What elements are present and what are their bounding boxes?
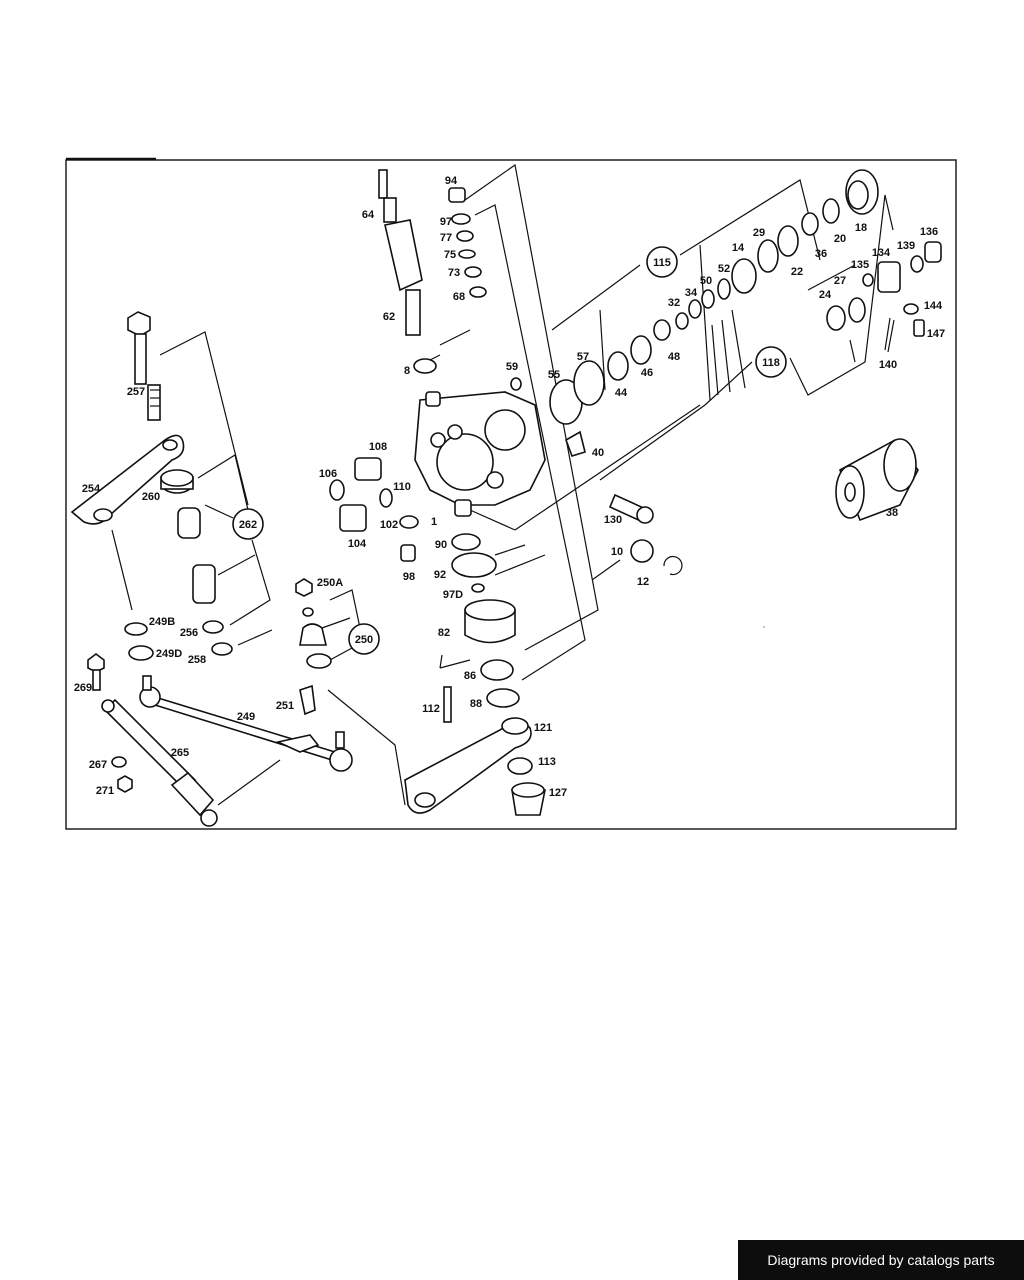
part-label: 64	[362, 209, 375, 221]
part-label: 98	[403, 571, 415, 583]
part-label: 104	[348, 538, 367, 550]
part-label: 24	[819, 289, 832, 301]
part-label: 249B	[149, 616, 175, 628]
part-label: 136	[920, 226, 938, 238]
footer-caption: Diagrams provided by catalogs parts	[738, 1240, 1024, 1280]
part-label: 113	[538, 756, 556, 768]
part-label: 256	[180, 627, 198, 639]
part-shapes	[70, 169, 942, 827]
part-label: 1	[431, 516, 437, 528]
part-label: 97	[440, 216, 452, 228]
part-label: 257	[127, 386, 145, 398]
part-label: 269	[74, 682, 92, 694]
callout-250: 250	[348, 623, 380, 655]
part-label: 82	[438, 627, 450, 639]
part-label: 271	[96, 785, 114, 797]
part-label: 258	[188, 654, 206, 666]
part-label: 88	[470, 698, 482, 710]
part-label: 127	[549, 787, 567, 799]
part-label: 135	[851, 259, 869, 271]
part-label: 251	[276, 700, 294, 712]
group-callouts: 115 118 262 250	[232, 246, 787, 655]
part-label: 44	[615, 387, 628, 399]
part-label: 50	[700, 275, 712, 287]
part-label: 94	[445, 175, 458, 187]
part-label: 27	[834, 275, 846, 287]
part-label: 265	[171, 747, 189, 759]
part-label: 140	[879, 359, 897, 371]
part-label: 73	[448, 267, 460, 279]
part-labels: 1 8 10 12 14 18 20 22 24 27 29 32 34 36 …	[74, 175, 945, 799]
part-label: 12	[637, 576, 649, 588]
part-label: 249D	[156, 648, 182, 660]
svg-text:115: 115	[653, 257, 671, 269]
leader-lines	[111, 163, 894, 806]
diagram-frame	[65, 159, 957, 830]
part-label: 260	[142, 491, 160, 503]
part-label: 77	[440, 232, 452, 244]
part-label: 10	[611, 546, 623, 558]
part-label: 134	[872, 247, 891, 259]
part-label: 32	[668, 297, 680, 309]
svg-text:262: 262	[239, 519, 257, 531]
part-label: 38	[886, 507, 898, 519]
svg-text:118: 118	[762, 357, 780, 369]
part-label: 112	[422, 703, 440, 715]
part-label: 62	[383, 311, 395, 323]
part-label: 121	[534, 722, 552, 734]
part-label: 90	[435, 539, 447, 551]
part-label: 52	[718, 263, 730, 275]
part-label: 75	[444, 249, 456, 261]
part-label: 46	[641, 367, 653, 379]
part-label: 249	[237, 711, 255, 723]
part-label: 130	[604, 514, 622, 526]
part-label: 55	[548, 369, 560, 381]
part-label: 106	[319, 468, 337, 480]
part-label: 254	[82, 483, 101, 495]
part-label: 14	[732, 242, 745, 254]
part-label: 108	[369, 441, 387, 453]
part-label: 68	[453, 291, 465, 303]
svg-text:250: 250	[355, 634, 373, 646]
callout-118: 118	[755, 346, 787, 378]
part-label: 147	[927, 328, 945, 340]
part-label: 59	[506, 361, 518, 373]
part-label: 57	[577, 351, 589, 363]
part-label: 48	[668, 351, 680, 363]
part-label: 22	[791, 266, 803, 278]
part-label: 92	[434, 569, 446, 581]
callout-115: 115	[646, 246, 678, 278]
part-label: 250A	[317, 577, 343, 589]
part-label: 36	[815, 248, 827, 260]
part-label: 40	[592, 447, 604, 459]
part-label: 86	[464, 670, 476, 682]
part-label: 20	[834, 233, 846, 245]
part-label: 34	[685, 287, 698, 299]
part-label: 18	[855, 222, 867, 234]
part-label: 144	[924, 300, 943, 312]
part-label: 29	[753, 227, 765, 239]
callout-262: 262	[232, 508, 264, 540]
part-label: 97D	[443, 589, 463, 601]
part-label: 139	[897, 240, 915, 252]
part-label: 267	[89, 759, 107, 771]
part-label: 8	[404, 365, 410, 377]
part-label: 102	[380, 519, 398, 531]
part-label: 110	[393, 481, 411, 493]
